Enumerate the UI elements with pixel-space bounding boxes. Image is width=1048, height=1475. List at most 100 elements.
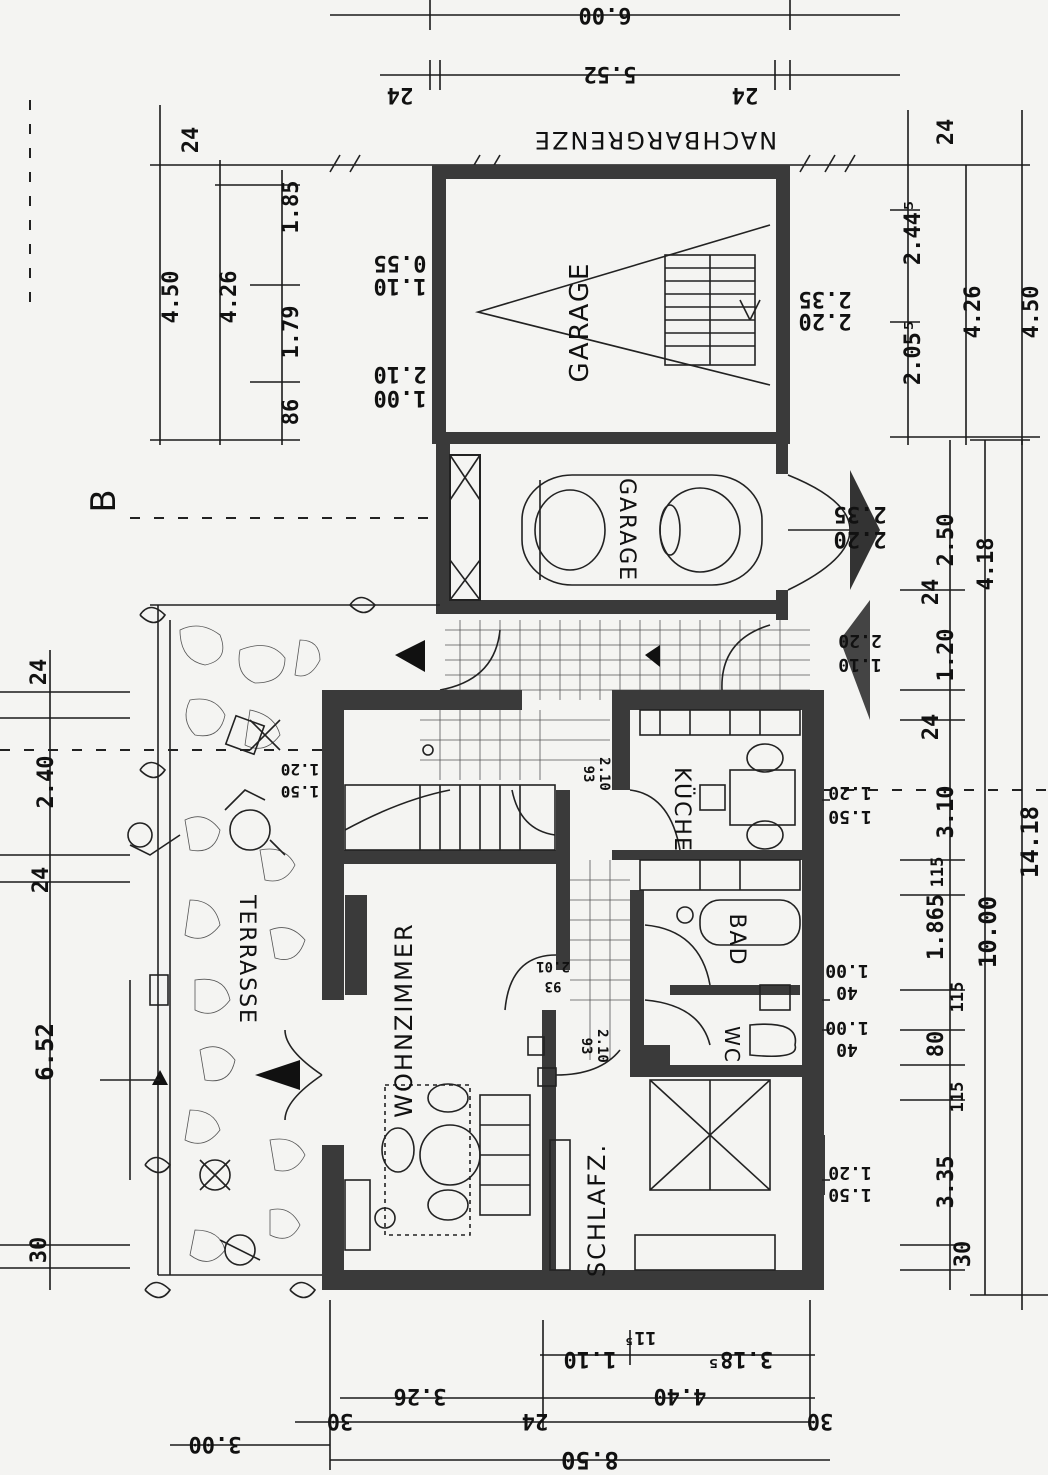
room-terrasse: TERRASSE <box>234 894 259 1025</box>
room-schlafz: SCHLAFZ. <box>583 1143 611 1277</box>
dim-label: 115 <box>948 1082 968 1113</box>
dim-label: 80 <box>924 1031 949 1058</box>
dim-label: 24 <box>919 579 944 606</box>
dim-label: 2.44⁵ <box>901 199 926 265</box>
window-markers <box>822 799 830 1181</box>
dim-label: 1.00 <box>825 1017 868 1038</box>
dim-label: 30 <box>27 1237 52 1264</box>
dim-label: 2.10 <box>594 1029 610 1063</box>
hall-tiles <box>420 710 630 1060</box>
dim-label: 8.50 <box>561 1446 619 1474</box>
garage-ramp-triangle <box>474 224 771 386</box>
dim-label: 1.50 <box>281 782 320 801</box>
dim-label: 30 <box>807 1408 834 1433</box>
dim-label: 24 <box>179 127 204 154</box>
dim-label: 2.35 <box>834 501 887 526</box>
dim-label: 1.20 <box>281 760 320 779</box>
dim-label: 2.40 <box>34 756 59 809</box>
dim-label: 1.79 <box>279 306 304 359</box>
dim-label: 4.50 <box>159 271 184 324</box>
garage-stair <box>664 254 761 366</box>
car-symbol <box>521 474 763 586</box>
dim-label: 1.20 <box>828 1162 871 1183</box>
dim-label: 24 <box>522 1408 549 1433</box>
dim-label: 24 <box>29 867 54 894</box>
dim-label: 1.50 <box>828 1184 871 1205</box>
dim-label: 30 <box>951 1241 976 1268</box>
side-entry-arrow <box>840 600 870 720</box>
entry-tiles <box>445 620 810 700</box>
dim-label: 3.35 <box>934 1156 959 1209</box>
dim-label: 10.00 <box>974 896 1002 968</box>
dim-label: 2.10 <box>374 361 427 386</box>
dim-label: 1.00 <box>374 385 427 410</box>
dim-label: 4.26 <box>217 271 242 324</box>
dim-label: 3.18⁵ <box>707 1346 773 1371</box>
dim-label: 115 <box>948 982 968 1013</box>
dim-label: 2.20 <box>834 526 887 551</box>
dim-label: 1.85 <box>279 181 304 234</box>
entry-arrow <box>645 645 660 667</box>
boundary-label: NACHBARGRENZE <box>533 126 777 154</box>
room-wohnzimmer: WOHNZIMMER <box>390 922 418 1117</box>
dim-label: 1.00 <box>825 960 868 981</box>
dim-label: 5.52 <box>584 61 637 86</box>
dim-label: 3.26 <box>394 1383 447 1408</box>
entry-door-swing <box>439 629 501 691</box>
kitchen-furniture <box>639 709 801 891</box>
dimension-labels: 6.00 5.52 24 24 24 4.50 4.26 1.85 1.79 8… <box>27 2 1044 1474</box>
terrace-furniture <box>127 596 377 1299</box>
wc-fixtures <box>749 984 797 1058</box>
garage-door-arrow <box>850 470 880 590</box>
terrace-paving <box>179 625 321 1262</box>
dim-label: 2.05⁵ <box>901 319 926 385</box>
bathtub <box>676 899 801 946</box>
dim-label: 0.55 <box>374 250 427 275</box>
kitchen-entry-door-swing <box>721 624 771 691</box>
dim-label: 86 <box>279 399 304 426</box>
dim-label: 6.00 <box>579 2 632 27</box>
dim-label: 2.20 <box>838 630 881 651</box>
room-kueche: KÜCHE <box>669 767 695 853</box>
dim-label: 2.20 <box>799 308 852 333</box>
dim-label: 1.50 <box>828 806 871 827</box>
bedroom-bed <box>549 1079 776 1271</box>
dim-label: 4.26 <box>961 286 986 339</box>
dim-label: 30 <box>327 1408 354 1433</box>
dim-label: 1.10 <box>838 654 881 675</box>
dim-label: 24 <box>919 714 944 741</box>
hall-door-swing <box>511 789 556 836</box>
terrace-door-arrow <box>255 1060 300 1090</box>
dim-label: 115 <box>928 857 948 888</box>
dim-label: 24 <box>732 82 759 107</box>
room-garage-upper: GARAGE <box>565 262 595 383</box>
dim-label: 14.18 <box>1016 806 1044 878</box>
section-marker: B <box>84 487 124 512</box>
dim-label: 11⁵ <box>624 1327 657 1348</box>
dim-label: 93 <box>545 978 562 994</box>
hall-stair <box>344 744 556 851</box>
dim-label: 24 <box>387 82 414 107</box>
dim-label: 4.40 <box>654 1383 707 1408</box>
dim-label: 40 <box>836 1039 858 1060</box>
dim-label: 1.10 <box>564 1346 617 1371</box>
room-wc: WC <box>720 1026 744 1064</box>
terrace-door-swing <box>284 1029 323 1121</box>
dim-label: 2.10 <box>596 757 612 791</box>
dim-label: 24 <box>27 659 52 686</box>
living-door-swing <box>504 954 557 1011</box>
dim-label: 24 <box>934 119 959 146</box>
dim-label: 40 <box>836 982 858 1003</box>
terrace-stair-arrow <box>152 1070 168 1085</box>
dim-label: 1.20 <box>828 782 871 803</box>
bath-door-swing <box>644 924 711 986</box>
dim-label: 2.50 <box>934 514 959 567</box>
wc-door-swing <box>644 999 711 1046</box>
garage-lower-walls <box>436 444 788 620</box>
dim-label: 6.52 <box>31 1023 59 1081</box>
bedroom-door-swing <box>555 1049 621 1076</box>
dim-label: 1.10 <box>374 273 427 298</box>
dim-label: 4.50 <box>1019 286 1044 339</box>
